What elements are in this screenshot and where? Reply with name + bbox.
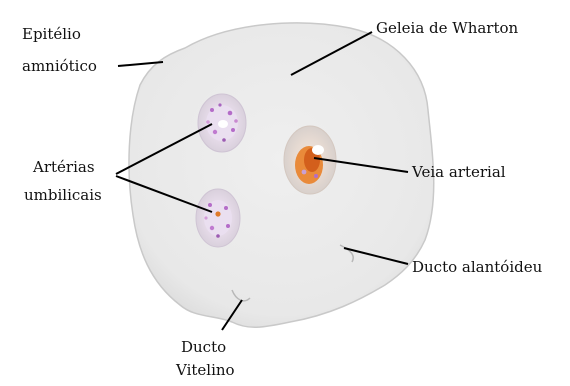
label-vitelline-line2: Vitelino (176, 361, 235, 379)
umbilical-artery-lower (196, 189, 240, 247)
label-vitelline-line1: Ducto (181, 338, 226, 356)
label-amniotic-line1: Epitélio (22, 25, 81, 43)
label-amniotic-line2: amniótico (22, 57, 97, 75)
cord-cross-section (129, 23, 434, 327)
label-wharton: Geleia de Wharton (376, 19, 518, 37)
label-arteries-line1: Artérias (33, 158, 95, 176)
umbilical-artery-upper (198, 94, 246, 152)
label-vein: Veia arterial (412, 163, 506, 181)
label-arteries-line2: umbilicais (24, 186, 102, 204)
label-allantoic: Ducto alantóideu (412, 258, 542, 276)
